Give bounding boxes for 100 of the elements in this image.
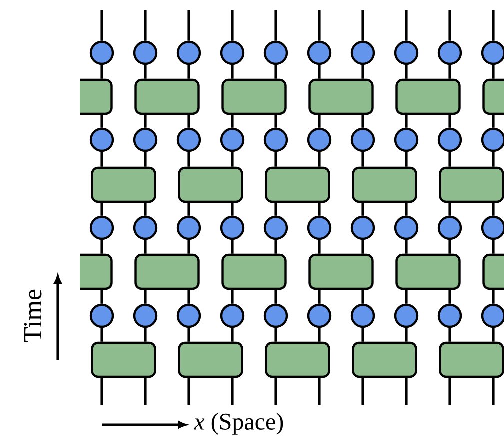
wire (362, 328, 364, 342)
wire (492, 65, 495, 79)
wire (231, 240, 234, 254)
circle-node (133, 40, 158, 66)
gate-box (134, 78, 200, 116)
circle-node (438, 216, 462, 240)
wire (405, 115, 408, 128)
circle-node (438, 40, 462, 66)
wire (231, 65, 234, 79)
circle-node (394, 40, 419, 66)
wire (274, 152, 278, 167)
circle-node (481, 304, 504, 328)
circle-node (481, 216, 504, 240)
wire (362, 115, 364, 128)
wire (274, 240, 278, 254)
gate-box (396, 78, 461, 116)
wire (100, 115, 104, 128)
wire (100, 290, 104, 304)
gate-box (482, 78, 504, 116)
wire (100, 240, 104, 254)
wire (405, 328, 408, 342)
wire (144, 10, 147, 41)
wire (362, 240, 364, 254)
wire (100, 152, 104, 167)
wire (188, 65, 190, 79)
gate-box (178, 166, 244, 204)
wire (188, 290, 190, 304)
wire (492, 115, 495, 128)
circle-node (176, 216, 202, 240)
circle-node (350, 304, 376, 328)
circle-node (220, 128, 245, 152)
wire (318, 65, 321, 79)
wire (405, 290, 408, 304)
wire (144, 290, 147, 304)
gate-box (439, 342, 504, 378)
gate-box (352, 166, 418, 204)
wire (318, 152, 321, 167)
circle-node (90, 40, 114, 66)
wire (492, 328, 495, 342)
gate-box (265, 342, 330, 378)
wire (362, 378, 364, 405)
circle-node (220, 304, 245, 328)
circle-node (90, 304, 114, 328)
gate-box (352, 342, 418, 378)
wire (448, 203, 452, 216)
wire (362, 203, 364, 216)
circle-node (307, 216, 332, 240)
wire (448, 290, 452, 304)
gate-box (265, 166, 330, 204)
wire (274, 10, 278, 41)
wire (188, 10, 190, 41)
wire (188, 240, 190, 254)
wire (492, 378, 495, 405)
wire (318, 203, 321, 216)
wire (318, 115, 321, 128)
wire (144, 328, 147, 342)
circle-node (264, 128, 288, 152)
wire (492, 10, 495, 41)
circle-node (133, 304, 158, 328)
circle-node (176, 304, 202, 328)
wire (231, 152, 234, 167)
circle-node (481, 40, 504, 66)
wire (405, 10, 408, 41)
wire (318, 378, 321, 405)
wire (100, 328, 104, 342)
circle-node (394, 216, 419, 240)
wire (231, 328, 234, 342)
circle-node (264, 304, 288, 328)
wire (188, 203, 190, 216)
wire (274, 203, 278, 216)
wire (492, 290, 495, 304)
gate-box (222, 254, 287, 290)
wire (231, 115, 234, 128)
wire (231, 203, 234, 216)
wire (274, 328, 278, 342)
circle-node (90, 128, 114, 152)
wire (492, 203, 495, 216)
wire (492, 240, 495, 254)
gate-box (439, 166, 504, 204)
circle-node (307, 304, 332, 328)
circle-node (350, 128, 376, 152)
wire (274, 65, 278, 79)
circle-node (350, 40, 376, 66)
circle-node (438, 128, 462, 152)
wire (188, 378, 190, 405)
circle-node (264, 40, 288, 66)
wire (405, 152, 408, 167)
wire (144, 378, 147, 405)
wire (100, 378, 104, 405)
wire (274, 378, 278, 405)
wire (362, 152, 364, 167)
wire (362, 290, 364, 304)
circle-node (176, 128, 202, 152)
wire (144, 203, 147, 216)
wire (144, 65, 147, 79)
wire (405, 240, 408, 254)
wire (448, 378, 452, 405)
circle-node (350, 216, 376, 240)
wire (448, 152, 452, 167)
wire (231, 290, 234, 304)
